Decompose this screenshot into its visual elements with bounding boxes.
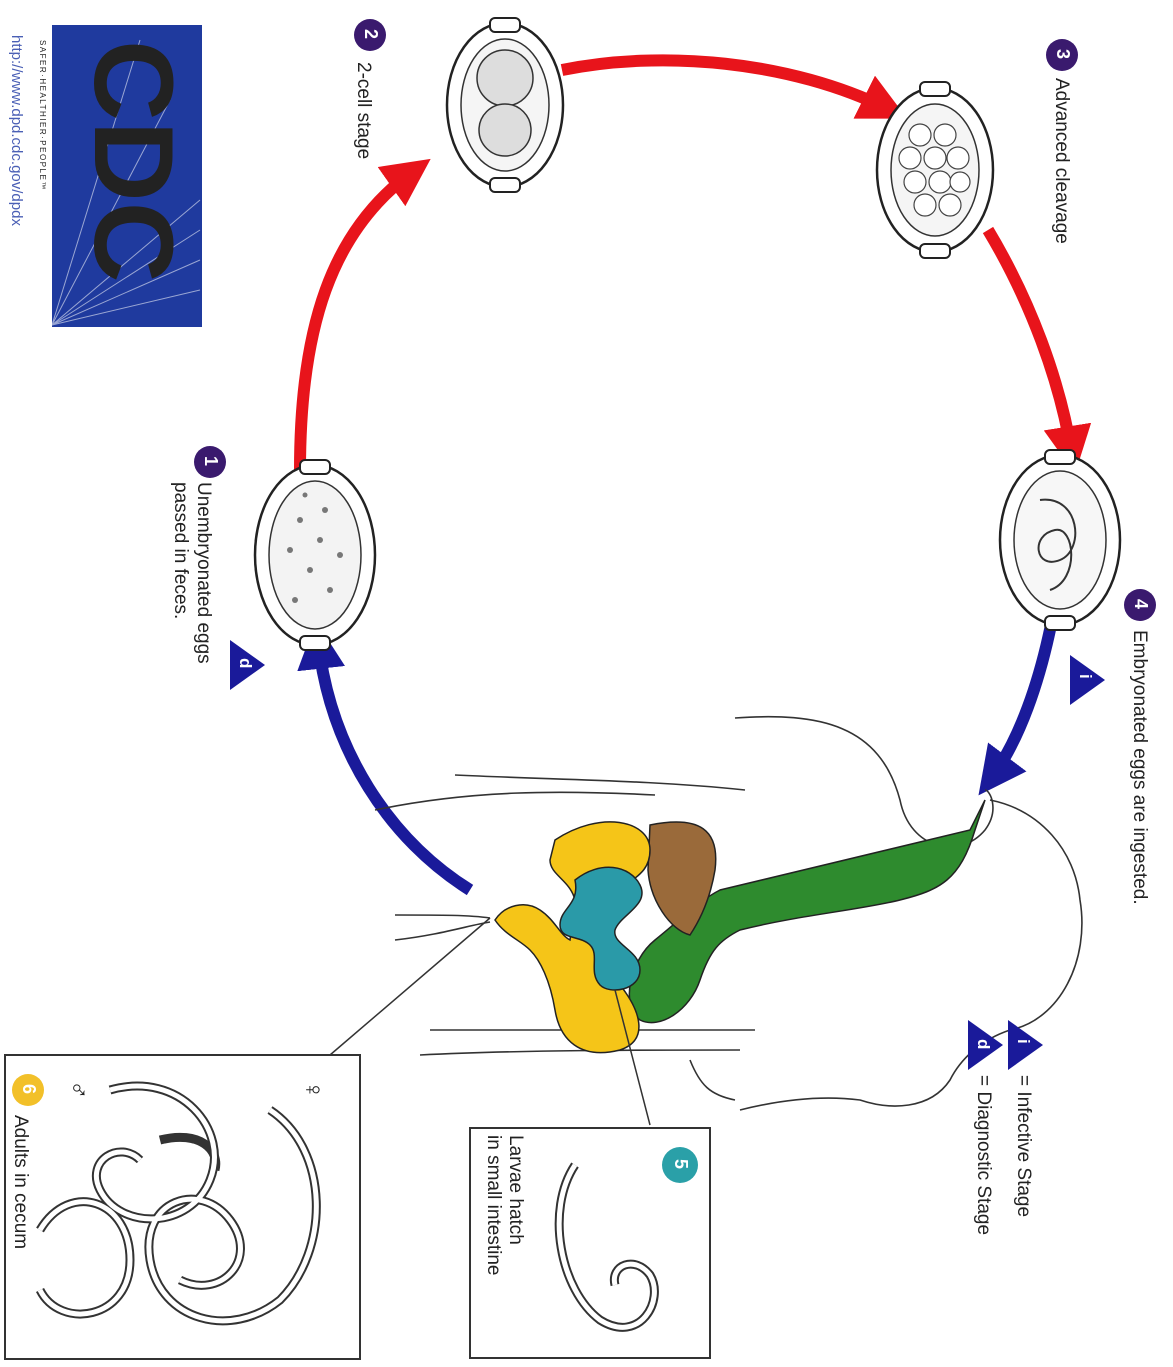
infective-stage-marker: i [1070, 655, 1105, 705]
svg-text:4: 4 [1131, 599, 1151, 609]
svg-text:6: 6 [19, 1084, 39, 1094]
stage-2-label: 2 2-cell stage [353, 19, 386, 159]
arrow-excretion [318, 640, 470, 890]
cdc-logo-tagline: SAFER·HEALTHIER·PEOPLE™ [38, 40, 47, 191]
stage-1-text-line1: Unembryonated eggs [193, 482, 214, 664]
arrow-stage3-to-4 [988, 230, 1072, 455]
cdc-url: http://www.dpd.cdc.gov/dpdx [8, 35, 25, 226]
legend-infective: i = Infective Stage [1008, 1020, 1043, 1217]
svg-text:d: d [974, 1039, 993, 1049]
legend-diagnostic: d = Diagnostic Stage [968, 1020, 1003, 1235]
diagnostic-stage-marker: d [230, 640, 265, 690]
stage-6-text: Adults in cecum [10, 1115, 31, 1249]
stage-2-text: 2-cell stage [353, 62, 374, 159]
svg-text:2: 2 [361, 29, 381, 39]
stage-5-text-line1: Larvae hatch [505, 1135, 526, 1245]
arrow-ingestion [990, 620, 1052, 780]
legend: i = Infective Stage d = Diagnostic Stage [968, 1020, 1043, 1235]
svg-text:d: d [236, 658, 255, 668]
svg-text:3: 3 [1053, 49, 1073, 59]
cdc-logo-text: CDC [71, 40, 196, 283]
male-symbol: ♂ [64, 1080, 94, 1100]
arrow-stage1-to-2 [300, 170, 415, 470]
egg-unembryonated [255, 460, 375, 650]
digestive-organs [330, 800, 985, 1125]
svg-text:5: 5 [671, 1159, 691, 1169]
legend-infective-text: = Infective Stage [1013, 1075, 1034, 1217]
adults-panel: 6 Adults in cecum ♀ ♂ [5, 1055, 360, 1359]
legend-diagnostic-text: = Diagnostic Stage [973, 1075, 994, 1235]
svg-text:i: i [1076, 674, 1095, 679]
stage-3-text: Advanced cleavage [1051, 78, 1072, 244]
stage-1-label: 1 Unembryonated eggs passed in feces. [170, 446, 226, 664]
svg-text:i: i [1014, 1039, 1033, 1044]
egg-embryonated [1000, 450, 1120, 630]
stage-4-label: 4 Embryonated eggs are ingested. [1124, 589, 1156, 905]
svg-text:1: 1 [201, 456, 221, 466]
egg-advanced-cleavage [877, 82, 993, 258]
stage-3-label: 3 Advanced cleavage [1046, 39, 1078, 244]
arrow-stage2-to-3 [562, 60, 890, 110]
egg-2-cell [447, 18, 563, 192]
female-symbol: ♀ [299, 1080, 329, 1100]
stage-1-text-line2: passed in feces. [170, 482, 191, 619]
cdc-logo: CDC SAFER·HEALTHIER·PEOPLE™ http://www.d… [8, 25, 202, 327]
stage-5-text-line2: in small intestine [483, 1135, 504, 1275]
larvae-panel: 5 Larvae hatch in small intestine [470, 1128, 710, 1358]
stage-4-text: Embryonated eggs are ingested. [1129, 630, 1150, 905]
